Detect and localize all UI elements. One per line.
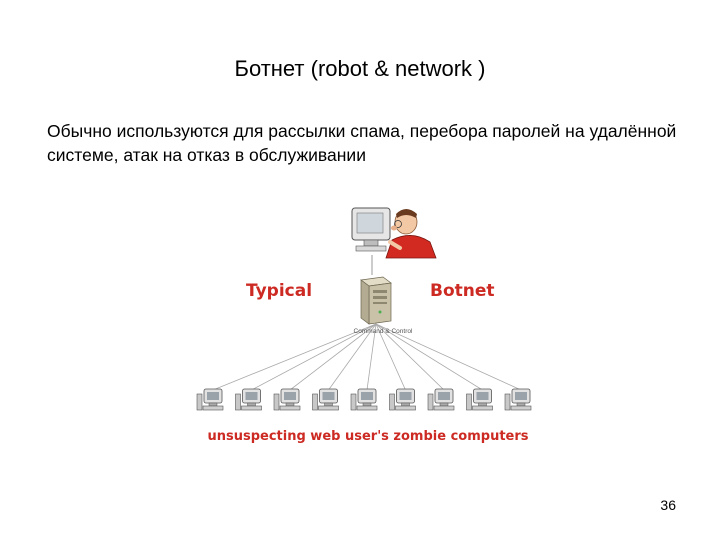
zombie-computer-icon [466, 388, 493, 411]
zombie-link [251, 323, 377, 391]
command-control-server-icon [360, 276, 392, 325]
zombie-computer-icon [312, 388, 339, 411]
server-label: Command & Control [354, 328, 413, 335]
zombie-computer-icon [389, 388, 416, 411]
slide-body-text: Обычно используются для рассылки спама, … [47, 121, 677, 165]
zombie-link [212, 323, 377, 391]
zombie-computers [196, 388, 532, 411]
attacker-icon [351, 207, 437, 259]
zombie-link [375, 323, 483, 391]
zombie-link [375, 323, 445, 391]
label-typical: Typical [246, 281, 312, 301]
zombie-computer-icon [350, 388, 378, 411]
zombie-computer-icon [196, 388, 224, 411]
zombie-link [375, 323, 406, 391]
zombie-link [328, 323, 377, 391]
page-number: 36 [660, 497, 676, 513]
zombie-link [289, 323, 377, 391]
zombie-link [366, 323, 377, 391]
botnet-diagram: Command & Control Typical Botnet unsuspe… [196, 207, 532, 444]
zombie-computer-icon [273, 388, 301, 411]
label-botnet: Botnet [430, 281, 495, 301]
zombie-computer-icon [427, 388, 455, 411]
zombie-links [212, 323, 522, 391]
zombie-computer-icon [235, 388, 262, 411]
zombie-caption: unsuspecting web user's zombie computers [207, 429, 528, 444]
zombie-link [375, 323, 522, 391]
zombie-computer-icon [504, 388, 532, 411]
slide-title: Ботнет (robot & network ) [234, 56, 486, 81]
